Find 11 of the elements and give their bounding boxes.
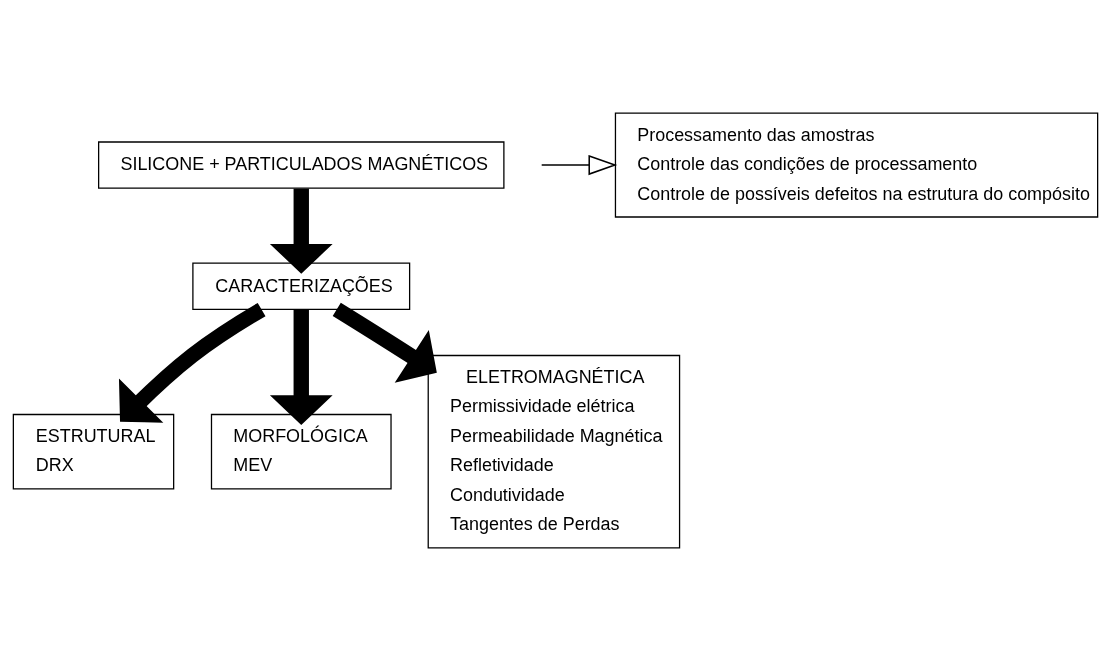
node-box: ELETROMAGNÉTICA Permissividade elétrica Permeabilidade Magnética Refletividade Condutividade Tangentes de Perdas	[427, 354, 681, 548]
node-box: ESTRUTURAL DRX	[12, 413, 175, 489]
arrow	[269, 188, 333, 274]
arrow	[540, 154, 618, 175]
arrow	[269, 309, 333, 425]
node-box: SILICONE + PARTICULADOS MAGNÉTICOS	[98, 140, 505, 189]
arrow	[332, 302, 437, 383]
node-box: Processamento das amostras Controle das condições de processamento Controle de possíveis defeitos na estrutura do compósito	[614, 112, 1099, 218]
node-box: CARACTERIZAÇÕES	[192, 262, 411, 310]
arrow	[118, 302, 266, 423]
node-box: MORFOLÓGICA MEV	[210, 413, 392, 489]
